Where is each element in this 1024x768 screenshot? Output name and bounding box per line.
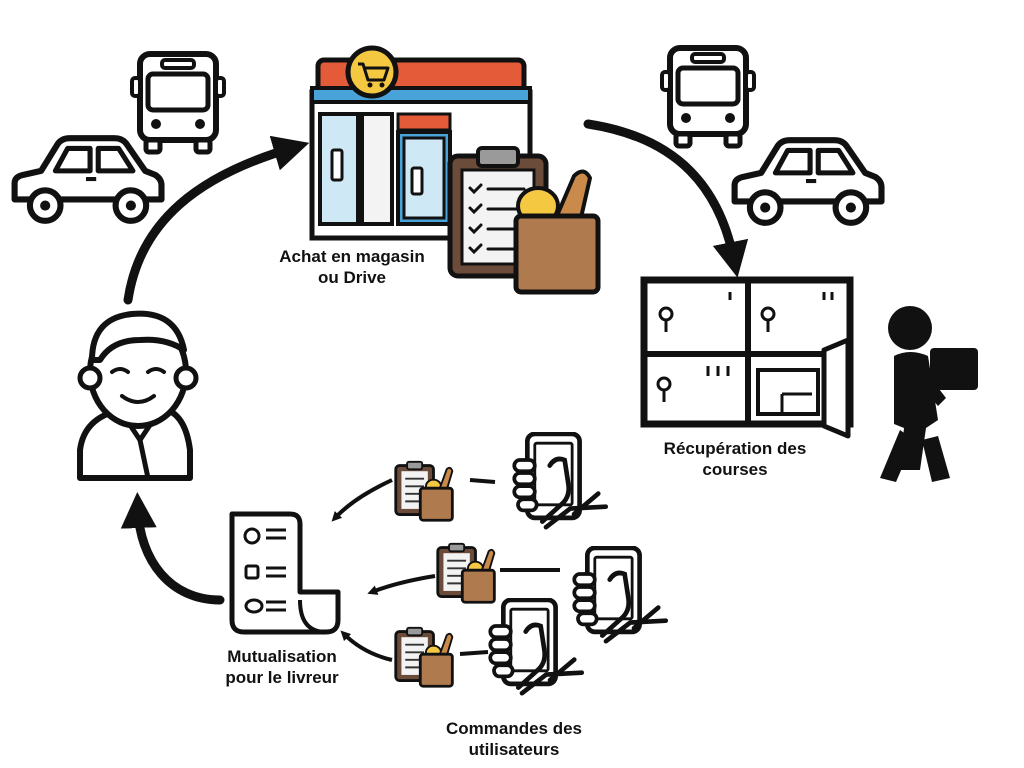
label-orders-line1: Commandes des <box>445 719 583 738</box>
car-icon <box>735 140 882 223</box>
arrow-order-1b <box>469 478 496 484</box>
user-avatar-icon <box>77 310 199 481</box>
arrow-user-to-store <box>123 135 310 305</box>
arrow-order-3b <box>459 650 489 656</box>
label-pickup-line1: Récupération des <box>663 439 807 458</box>
car-icon <box>15 138 162 221</box>
label-pooling: Mutualisation pour le livreur <box>202 646 362 688</box>
grocery-bag-icon <box>513 169 601 295</box>
smartphone-hand-icon <box>574 548 665 641</box>
arrow-order-2 <box>367 574 436 595</box>
label-pickup-line2: courses <box>702 460 768 479</box>
clipboard-icon <box>436 542 496 604</box>
label-store-line1: Achat en magasin <box>279 247 425 266</box>
locker-icon <box>640 276 854 439</box>
smartphone-hand-icon <box>490 600 581 693</box>
label-orders-line2: utilisateurs <box>468 740 560 759</box>
receipt-icon <box>229 511 341 635</box>
clipboard-icon <box>394 460 454 522</box>
smartphone-hand-icon <box>514 434 605 527</box>
delivery-person-icon <box>880 306 978 482</box>
label-store-line2: ou Drive <box>317 268 387 287</box>
label-pooling-line2: pour le livreur <box>225 668 339 687</box>
arrow-store-to-locker <box>583 119 749 278</box>
arrow-order-1 <box>331 478 393 522</box>
clipboard-icon <box>394 626 454 688</box>
label-store: Achat en magasin ou Drive <box>262 246 442 288</box>
bus-icon <box>662 48 754 146</box>
arrow-receipt-to-user <box>120 492 225 605</box>
label-pickup: Récupération des courses <box>640 438 830 480</box>
bus-icon <box>132 54 224 152</box>
arrow-order-3 <box>340 630 393 662</box>
label-pooling-line1: Mutualisation <box>227 647 337 666</box>
label-orders: Commandes des utilisateurs <box>414 718 614 760</box>
